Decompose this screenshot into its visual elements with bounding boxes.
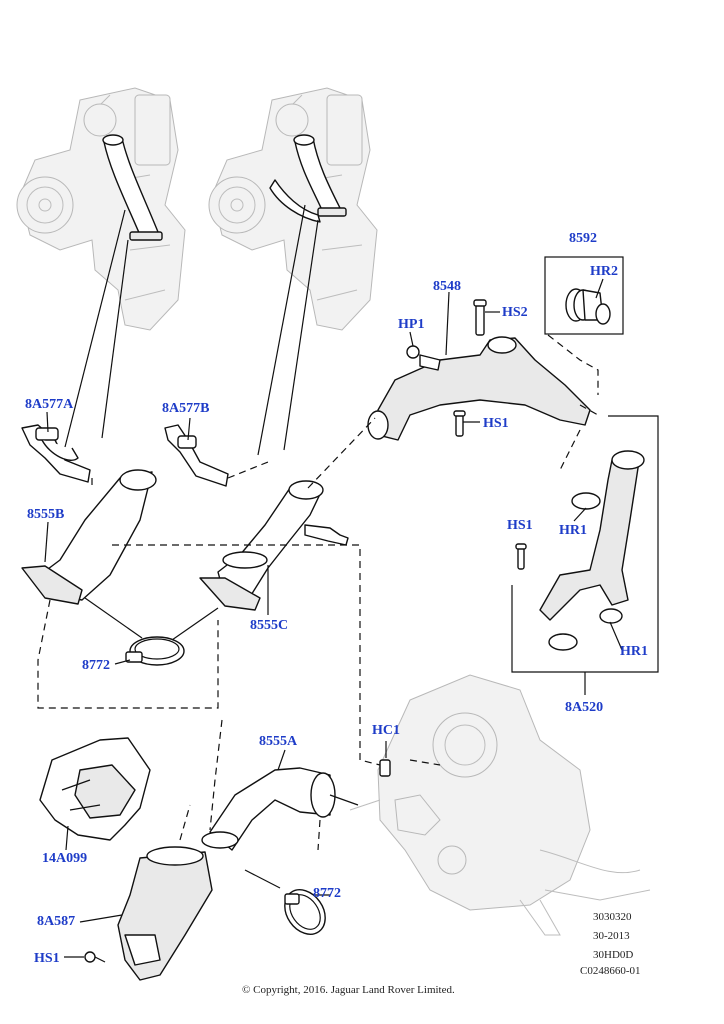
ghost-engine-bottom [349,674,651,936]
kit-bracket-8A520 [511,415,659,673]
engine-hose-highlight-left [102,134,163,241]
callout-labels: 8592 HR2 8548 HS2 HP1 HS1 8A577A 8A577B … [25,231,648,966]
ref-line-3: 30HD0D [593,949,633,961]
label-hr1-a: HR1 [559,523,587,538]
engine-hose-highlight-right [269,134,347,223]
solid-leaders [64,204,359,889]
label-8772-a: 8772 [82,658,110,673]
label-hs1-mid: HS1 [507,518,533,533]
label-hs1-top: HS1 [483,416,509,431]
clamp-8772-bottom [284,889,326,935]
label-8a577b: 8A577B [162,401,209,416]
dashed-connections [37,334,599,851]
label-hc1: HC1 [372,723,400,738]
label-8772-b: 8772 [313,886,341,901]
hose-8A577B [164,424,229,487]
label-hp1: HP1 [398,317,424,332]
hose-8A577A [21,424,91,483]
label-8548: 8548 [433,279,461,294]
label-8a520: 8A520 [565,700,603,715]
hose-8555A [201,767,336,851]
pipe-8548 [367,299,591,441]
pipe-8A520 [515,450,645,651]
ref-line-1: 3030320 [593,911,632,923]
label-8592: 8592 [569,231,597,246]
label-8555b: 8555B [27,507,64,522]
label-8a577a: 8A577A [25,397,74,412]
connector-hc1 [379,759,391,777]
cover-14A099 [39,737,151,841]
clamp-8772-top [125,636,185,666]
ref-line-2: 30-2013 [593,930,630,942]
label-8a587: 8A587 [37,914,75,929]
label-hs2: HS2 [502,305,528,320]
copyright-text: © Copyright, 2016. Jaguar Land Rover Lim… [242,984,455,996]
label-hr2: HR2 [590,264,618,279]
label-8555a: 8555A [259,734,298,749]
label-hr1-b: HR1 [620,644,648,659]
ghost-engine-left [16,87,186,331]
kit-box-8592 [544,256,624,335]
label-14a099: 14A099 [42,851,87,866]
ref-line-4: C0248660-01 [580,965,641,977]
housing-8A587 [84,846,213,981]
hose-8555C [199,480,349,611]
label-8555c: 8555C [250,618,288,633]
reference-block: 3030320 30-2013 30HD0D C0248660-01 [580,911,641,977]
label-hs1-bot: HS1 [34,951,60,966]
seal-hr2 [565,288,611,325]
hose-8555B [21,469,157,605]
